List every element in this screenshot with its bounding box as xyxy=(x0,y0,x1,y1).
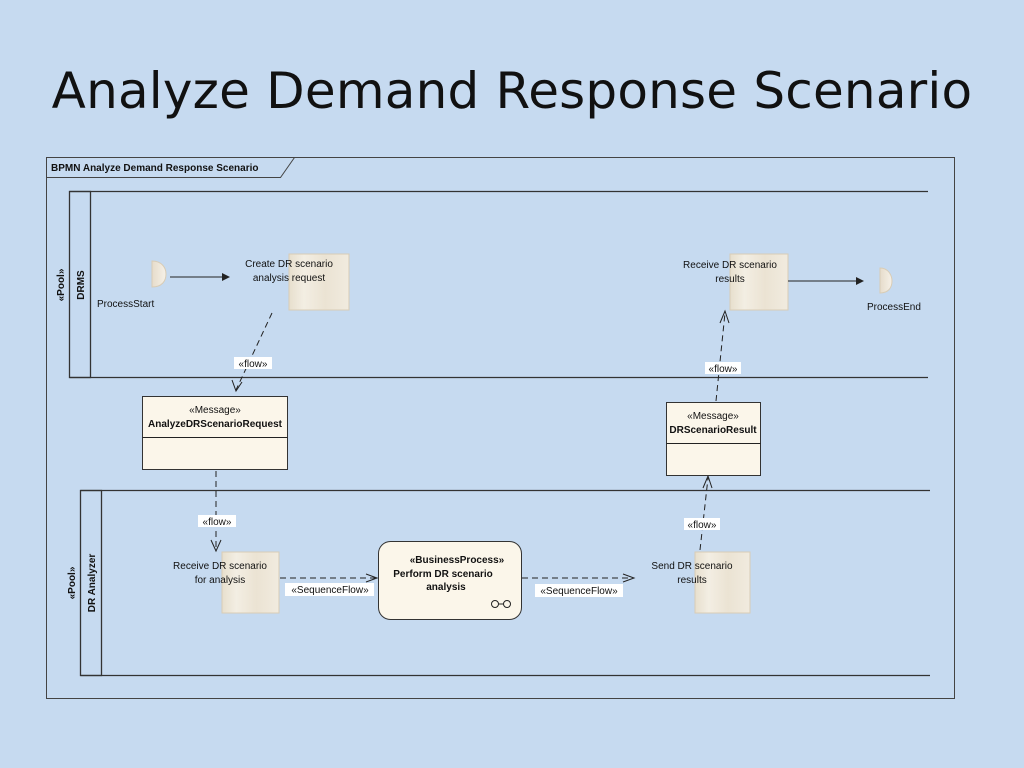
link-icon xyxy=(491,600,511,608)
task-receive-for-analysis[interactable]: Receive DR scenario for analysis xyxy=(173,551,280,614)
pool-dr-analyzer[interactable]: «Pool» DR Analyzer xyxy=(67,489,930,677)
pool-name-dr-analyzer: DR Analyzer xyxy=(87,554,98,613)
pool-stereotype: «Pool» xyxy=(67,566,78,599)
message-request[interactable]: «Message» AnalyzeDRScenarioRequest xyxy=(142,396,288,470)
task-label-line: analysis request xyxy=(253,273,325,284)
task-label-line: results xyxy=(677,575,706,586)
process-stereotype: «BusinessProcess» xyxy=(410,555,505,566)
flow-send-to-message: «flow» xyxy=(684,474,720,551)
sequence-flow-label: «SequenceFlow» xyxy=(291,585,369,596)
task-label-line: for analysis xyxy=(195,575,246,586)
pool-stereotype: «Pool» xyxy=(56,268,67,301)
flow-label: «flow» xyxy=(239,359,268,370)
sequence-flow-start xyxy=(170,273,230,281)
start-event-label: ProcessStart xyxy=(97,299,154,310)
task-label-line: results xyxy=(715,274,744,285)
start-event[interactable]: ProcessStart xyxy=(97,260,167,310)
process-label-line: analysis xyxy=(426,582,466,593)
end-event-label: ProcessEnd xyxy=(867,302,921,313)
message-result[interactable]: «Message» DRScenarioResult xyxy=(666,402,761,476)
end-event[interactable]: ProcessEnd xyxy=(867,267,921,313)
task-create-request[interactable]: Create DR scenario analysis request xyxy=(245,253,350,311)
task-receive-results[interactable]: Receive DR scenario results xyxy=(683,253,789,311)
flow-message-to-receive: «flow» xyxy=(198,471,236,553)
flow-label: «flow» xyxy=(688,520,717,531)
bpmn-frame: BPMN Analyze Demand Response Scenario xyxy=(46,157,955,699)
pool-drms[interactable]: «Pool» DRMS xyxy=(56,190,928,379)
flow-create-to-message: «flow» xyxy=(231,312,273,393)
flow-label: «flow» xyxy=(709,364,738,375)
flow-label: «flow» xyxy=(203,517,232,528)
message-stereotype: «Message» xyxy=(687,411,739,422)
task-label-line: Create DR scenario xyxy=(245,259,333,270)
task-label-line: Receive DR scenario xyxy=(683,260,777,271)
pool-name-drms: DRMS xyxy=(76,270,87,300)
flow-message-to-receive-results: «flow» xyxy=(705,309,741,402)
business-process-perform-analysis[interactable]: «BusinessProcess» Perform DR scenario an… xyxy=(378,541,522,620)
sequence-flow-from-process: «SequenceFlow» xyxy=(522,573,636,597)
frame-label: BPMN Analyze Demand Response Scenario xyxy=(51,163,258,174)
sequence-flow-end xyxy=(788,277,864,285)
task-label-line: Send DR scenario xyxy=(651,561,733,572)
slide-title: Analyze Demand Response Scenario xyxy=(51,62,973,120)
task-label-line: Receive DR scenario xyxy=(173,561,267,572)
message-name: DRScenarioResult xyxy=(669,425,757,436)
sequence-flow-label: «SequenceFlow» xyxy=(540,586,618,597)
process-label-line: Perform DR scenario xyxy=(393,569,492,580)
sequence-flow-to-process: «SequenceFlow» xyxy=(280,573,379,596)
task-send-results[interactable]: Send DR scenario results xyxy=(651,551,751,614)
message-name: AnalyzeDRScenarioRequest xyxy=(148,419,283,430)
message-stereotype: «Message» xyxy=(189,405,241,416)
